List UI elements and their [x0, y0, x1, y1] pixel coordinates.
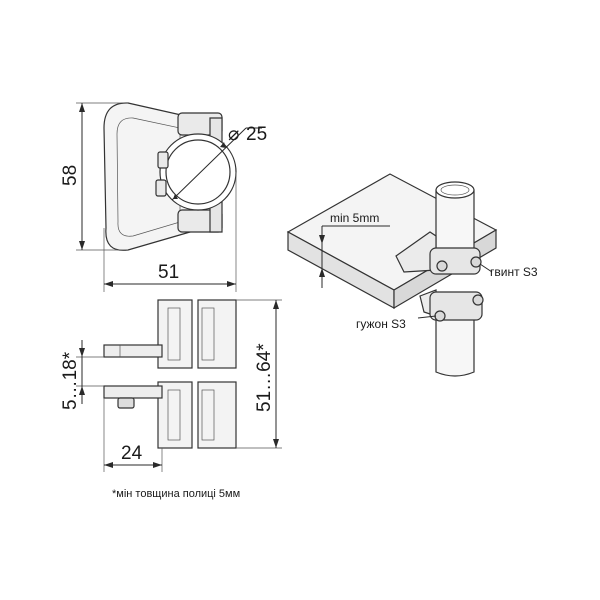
dim-width-bottom-label: 24 — [121, 443, 143, 464]
isometric-view: min 5mm гвинт S3 гужон S3 — [286, 173, 538, 377]
arrow-shelf-top — [79, 348, 85, 357]
arrow-range-bottom — [273, 439, 279, 448]
diameter-symbol: ⌀ — [228, 124, 239, 145]
diameter-leader — [171, 127, 247, 201]
dim-diameter-label: 25 — [246, 124, 267, 145]
arrow-58-top — [79, 103, 85, 112]
nut-label: гужон S3 — [356, 317, 406, 331]
upper-clamp-inset-l — [167, 307, 181, 361]
arrow-51-left — [104, 281, 113, 287]
dim-width-top-label: 51 — [158, 262, 179, 283]
min-thickness-label: min 5mm — [330, 211, 379, 225]
min-thickness-arrow — [319, 235, 325, 244]
arrow-shelf-bottom — [79, 386, 85, 395]
arrow-range-top — [273, 300, 279, 309]
footnote: *мін товщина полиці 5мм — [112, 488, 240, 500]
diameter-arrow-head-2 — [173, 194, 178, 199]
upper-clamp-left — [157, 299, 193, 369]
lower-arm-screw — [117, 397, 135, 409]
lower-clamp-inset-l — [167, 389, 181, 441]
nut-leader — [417, 315, 437, 319]
dim-height-range-label: 51…64* — [254, 343, 275, 412]
lug-left-2 — [155, 179, 167, 197]
tube-top — [435, 181, 475, 199]
screw-head-2 — [470, 256, 482, 268]
screw-leader — [479, 263, 493, 273]
screw-head — [436, 260, 448, 272]
top-view: ⌀ 25 58 51 — [60, 102, 267, 292]
dim-height-top-label: 58 — [60, 165, 81, 186]
upper-clamp-right — [197, 299, 237, 369]
lug-left — [157, 151, 169, 169]
screw-label: гвинт S3 — [490, 265, 538, 279]
lower-arm — [103, 385, 163, 399]
nut-head — [434, 310, 446, 322]
lower-clamp-right — [197, 381, 237, 449]
tube-top-inner — [440, 184, 470, 196]
side-view: 5…18* 51…64* 24 — [60, 299, 282, 472]
arrow-51-right — [227, 281, 236, 287]
arrow-58-bottom — [79, 241, 85, 250]
arrow-24-left — [104, 462, 113, 468]
diameter-arrow-head-1 — [220, 142, 226, 148]
min-thickness-arrow-2 — [319, 268, 325, 277]
nut-head-2 — [472, 294, 484, 306]
arrow-24-right — [153, 462, 162, 468]
tube-ring-inner — [165, 139, 231, 205]
upper-arm — [103, 344, 163, 358]
lower-clamp-inset-r — [201, 389, 215, 441]
dim-shelf-range-label: 5…18* — [60, 351, 81, 410]
lower-clamp-left — [157, 381, 193, 449]
upper-clamp-inset-r — [201, 307, 215, 361]
holder-plate-inner — [116, 117, 181, 237]
